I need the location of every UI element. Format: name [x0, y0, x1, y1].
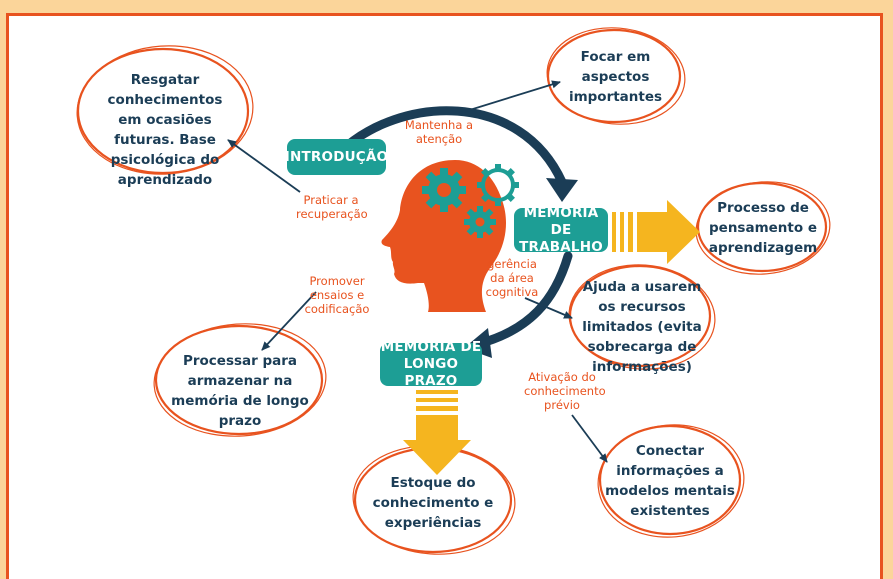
connector-resgatar: [227, 139, 301, 193]
bubble-processar-outline: [153, 323, 327, 437]
bubble-conectar-outline: [597, 424, 745, 538]
pill-memoria-longo-prazo: MEMÓRIA DE LONGO PRAZO: [380, 339, 482, 389]
bubble-ajuda: Ajuda a usarem os recursos limitados (ev…: [582, 279, 702, 375]
connector-ajuda: [524, 297, 573, 319]
pill-memoria-trabalho: MEMÓRIA DE TRABALHO: [514, 205, 608, 255]
label-gerencia: gerência da área cognitiva: [485, 257, 539, 299]
bubble-resgatar-outline: [76, 45, 254, 175]
yellow-arrow-down: [403, 390, 471, 475]
label-ativacao: Ativação do conhecimento prévio: [524, 370, 606, 412]
bubble-focar: Focar em aspectos importantes: [568, 49, 663, 105]
yellow-arrow-right: [612, 200, 700, 264]
label-mantenha: Mantenha a atenção: [404, 118, 474, 146]
curved-arrow-top-head: [546, 178, 578, 202]
connector-conectar: [571, 414, 608, 463]
gear-icon-small: [464, 206, 496, 238]
curved-arrow-bottom: [473, 251, 573, 349]
pill-introducao: INTRODUÇÃO: [285, 139, 388, 175]
connector-processar: [261, 291, 317, 351]
connector-focar: [459, 80, 561, 114]
bubble-resgatar: Resgatar conhecimentos em ocasiões futur…: [107, 72, 223, 188]
top-background-strip: [0, 0, 893, 13]
bubble-focar-outline: [546, 27, 686, 125]
bubble-processo: Processo de pensamento e aprendizagem: [708, 200, 818, 256]
head-silhouette: [381, 160, 506, 312]
curved-arrow-top: [335, 106, 567, 187]
bubble-processar: Processar para armazenar na memória de l…: [171, 353, 309, 429]
bubble-estoque: Estoque do conhecimento e experiências: [372, 475, 494, 531]
label-praticar: Praticar a recuperação: [296, 193, 368, 221]
label-promover: Promover ensaios e codificação: [304, 274, 370, 316]
bubble-conectar: Conectar informações a modelos mentais e…: [605, 443, 735, 519]
gear-icon-outline: [477, 164, 519, 206]
gear-icon-large: [422, 168, 466, 212]
